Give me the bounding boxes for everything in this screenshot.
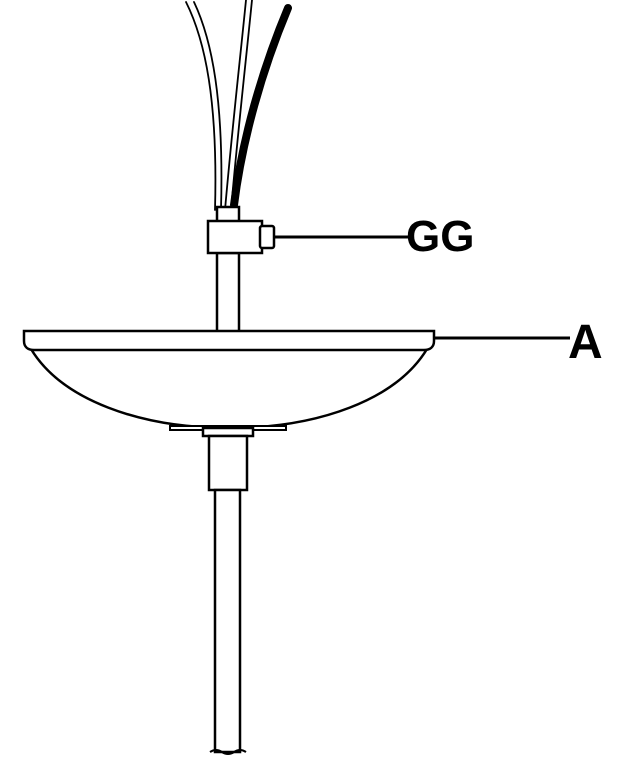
lead-wires: [185, 0, 292, 211]
downrod: [209, 488, 247, 755]
thin-wire-left-inner: [193, 1, 223, 211]
thick-black-wire: [230, 4, 292, 209]
downrod-body: [213, 488, 242, 754]
coupling-body: [206, 219, 264, 255]
callout-label-gg: GG: [406, 212, 474, 261]
callout-label-a: A: [568, 316, 603, 369]
coupling-gg: [206, 219, 276, 255]
canopy-a: [22, 329, 436, 431]
lower-fitting-nut: [207, 434, 249, 492]
downrod-break-mark: [209, 749, 247, 755]
thin-wire-left-outer: [185, 1, 217, 211]
upper-pipe-body: [215, 251, 241, 334]
thin-wire-middle-outer: [224, 0, 247, 211]
lower-fitting: [201, 426, 255, 492]
canopy-rim: [22, 329, 436, 352]
coupling-set-screw: [258, 224, 276, 250]
canopy-bowl: [28, 347, 430, 430]
